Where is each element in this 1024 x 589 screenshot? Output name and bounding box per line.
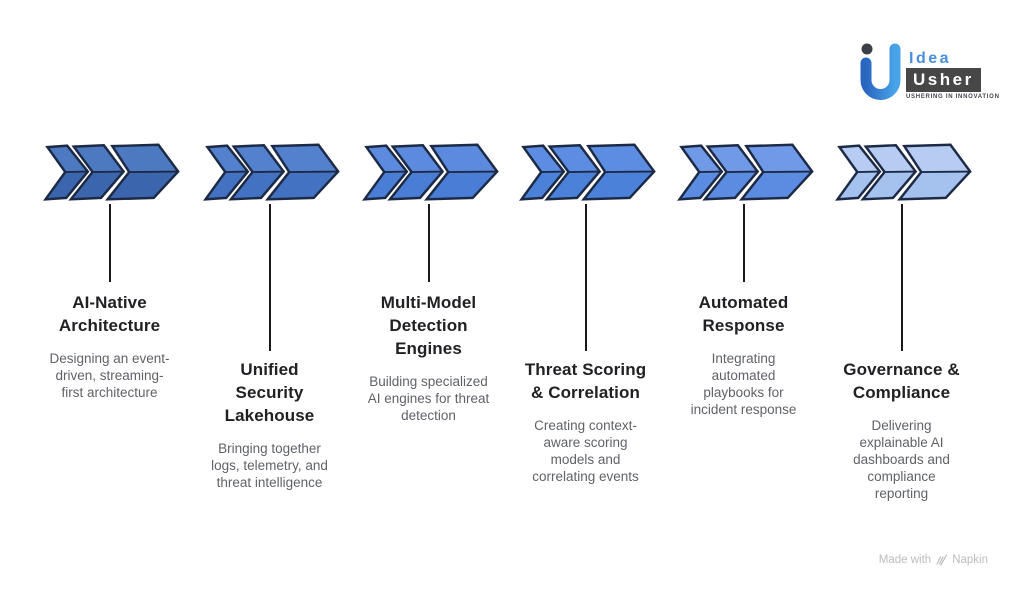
napkin-logo-icon — [936, 554, 948, 566]
chevron-arrows-icon — [43, 143, 180, 201]
stage-title: Automated Response — [698, 293, 789, 335]
stage-title: Unified Security Lakehouse — [224, 360, 315, 425]
stage-description: Building specialized AI engines for thre… — [367, 374, 490, 423]
stage-description: Delivering explainable AI dashboards and… — [853, 418, 950, 501]
chevron-arrows-icon — [835, 143, 972, 201]
made-with-text: Made with — [878, 554, 932, 566]
connector-line — [742, 204, 745, 282]
connector-line — [108, 204, 111, 282]
connector-line — [900, 204, 903, 351]
idea-usher-logo-mark-icon — [860, 43, 901, 100]
stage-description: Designing an event- driven, streaming- f… — [49, 351, 170, 400]
logo-word-idea: Idea — [909, 50, 952, 67]
connector-line — [268, 204, 271, 351]
logo-tagline: USHERING IN INNOVATION — [906, 94, 1000, 100]
stage-title: Multi-Model Detection Engines — [380, 293, 477, 358]
stage-description: Creating context- aware scoring models a… — [532, 418, 639, 484]
stage-title: Governance & Compliance — [843, 360, 960, 402]
chevron-arrows-icon — [519, 143, 656, 201]
stage-description: Integrating automated playbooks for inci… — [690, 351, 797, 417]
logo-text-block: Idea Usher USHERING IN INNOVATION — [906, 42, 1000, 100]
stage-title: AI-Native Architecture — [58, 293, 161, 335]
chevron-arrows-icon — [362, 143, 499, 201]
connector-line — [427, 204, 430, 282]
idea-usher-logo: Idea Usher USHERING IN INNOVATION — [857, 42, 1000, 104]
chevron-arrows-icon — [677, 143, 814, 201]
stage-title: Threat Scoring & Correlation — [524, 360, 647, 402]
connector-line — [584, 204, 587, 351]
napkin-credit: Made with Napkin — [879, 554, 988, 566]
napkin-brand-text: Napkin — [952, 554, 988, 566]
chevron-arrows-icon — [203, 143, 340, 201]
logo-word-usher: Usher — [906, 68, 981, 92]
stage-description: Bringing together logs, telemetry, and t… — [211, 441, 328, 490]
